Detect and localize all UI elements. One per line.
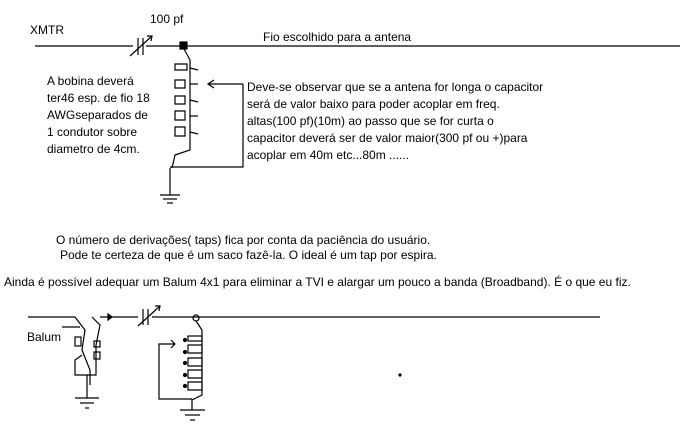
- variable-capacitor-symbol: [129, 35, 153, 57]
- stray-dot: [398, 373, 402, 377]
- xmtr-label: XMTR: [30, 23, 64, 37]
- bottom-circuit: [28, 305, 600, 421]
- antenna-label: Fio escolhido para a antena: [263, 30, 412, 44]
- tapped-coil-symbol: [160, 48, 199, 204]
- tap-arrow: [170, 79, 244, 168]
- balun-note: Ainda é possível adequar um Balum 4x1 pa…: [4, 275, 631, 289]
- junction-dot: [179, 41, 188, 50]
- taps-note: O número de derivações( taps) fica por c…: [56, 233, 431, 247]
- variable-capacitor-symbol: [137, 305, 161, 327]
- top-circuit: [35, 35, 680, 204]
- balum-label: Balum: [27, 330, 62, 344]
- tapped-coil-symbol: [158, 314, 205, 421]
- capacitor-label: 100 pf: [150, 12, 184, 26]
- balun-symbol: [74, 316, 101, 409]
- patience-note: Pode te certeza de que é um saco fazê-la…: [60, 248, 437, 262]
- tap-note: Deve-se observar que se a antena for lon…: [247, 80, 544, 162]
